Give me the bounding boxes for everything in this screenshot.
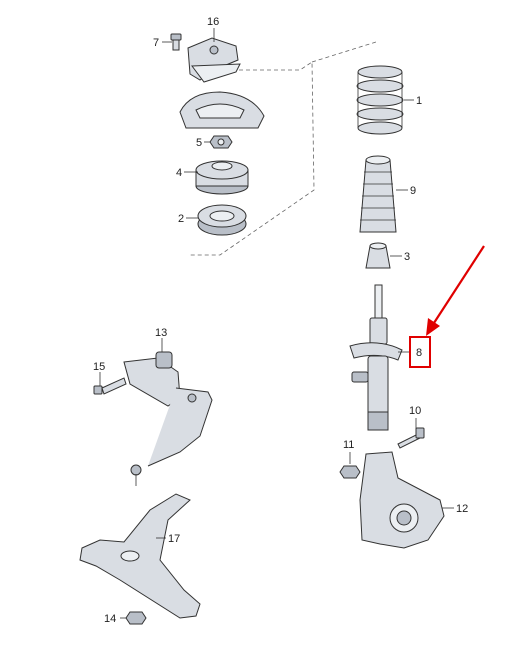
part-label-5: 5 (196, 137, 202, 149)
coil-spring-1 (356, 65, 404, 135)
part-label-13: 13 (155, 327, 167, 339)
shock-absorber-8 (349, 284, 403, 431)
steering-knuckle-12 (359, 451, 445, 549)
part-label-9: 9 (410, 185, 416, 197)
part-label-4: 4 (176, 167, 182, 179)
assembly-dashed-outline (190, 61, 315, 256)
part-label-7: 7 (153, 37, 159, 49)
bolt-7 (170, 33, 182, 51)
upper-bracket-16 (187, 37, 241, 83)
highlight-arrow (431, 245, 485, 327)
bearing-2 (197, 204, 247, 236)
part-label-15: 15 (93, 361, 105, 373)
dust-boot-9 (359, 155, 397, 233)
nut-11 (339, 465, 361, 479)
part-label-14: 14 (104, 613, 116, 625)
part-label-2: 2 (178, 213, 184, 225)
strut-mount-4 (195, 160, 249, 195)
part-label-12: 12 (456, 503, 468, 515)
nut-5 (209, 135, 233, 149)
bump-stop-3 (365, 242, 391, 269)
nut-14 (125, 611, 147, 625)
part-label-16: 16 (207, 16, 219, 28)
cover-plate (179, 91, 265, 129)
bolt-10 (397, 427, 425, 449)
part-label-10: 10 (409, 405, 421, 417)
part-label-11: 11 (343, 439, 354, 451)
part-label-8: 8 (416, 347, 422, 359)
bolt-15 (93, 377, 127, 395)
part-label-1: 1 (416, 95, 422, 107)
assembly-dashed-right (311, 41, 377, 63)
control-arm-17 (79, 464, 201, 619)
part-label-17: 17 (168, 533, 180, 545)
highlight-box (409, 336, 431, 368)
highlight-arrowhead (426, 318, 440, 336)
part-label-3: 3 (404, 251, 410, 263)
sensor-13 (123, 351, 213, 467)
